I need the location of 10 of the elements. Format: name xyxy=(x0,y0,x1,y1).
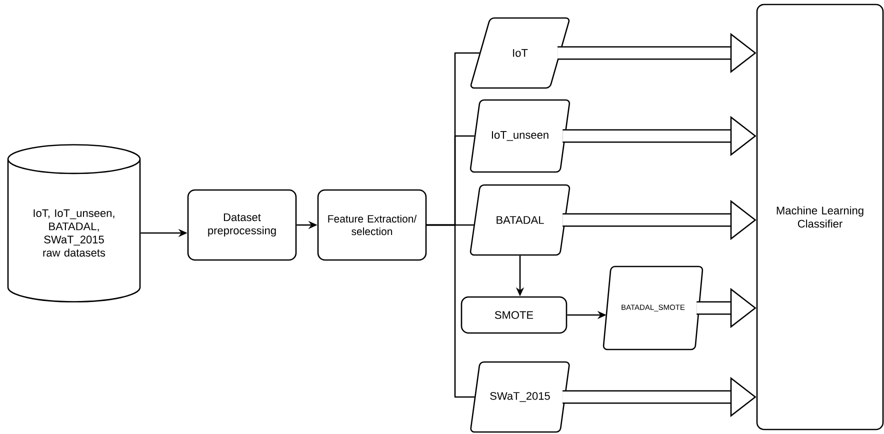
data-parallelogram: IoT_unseen xyxy=(470,99,570,173)
database-cylinder: IoT, IoT_unseen, BATADAL, SWaT_2015 raw datasets xyxy=(7,144,141,302)
process-box: SMOTE xyxy=(460,296,568,334)
data-parallelogram: IoT xyxy=(470,17,570,89)
process-box: Dataset preprocessing xyxy=(187,189,297,261)
classifier-box: Machine Learning Classifier xyxy=(756,4,884,430)
data-parallelogram: SWaT_2015 xyxy=(470,361,570,433)
connector-line xyxy=(426,224,474,398)
process-box: Feature Extraction/ selection xyxy=(317,189,427,261)
data-parallelogram: BATADAL xyxy=(470,184,570,256)
